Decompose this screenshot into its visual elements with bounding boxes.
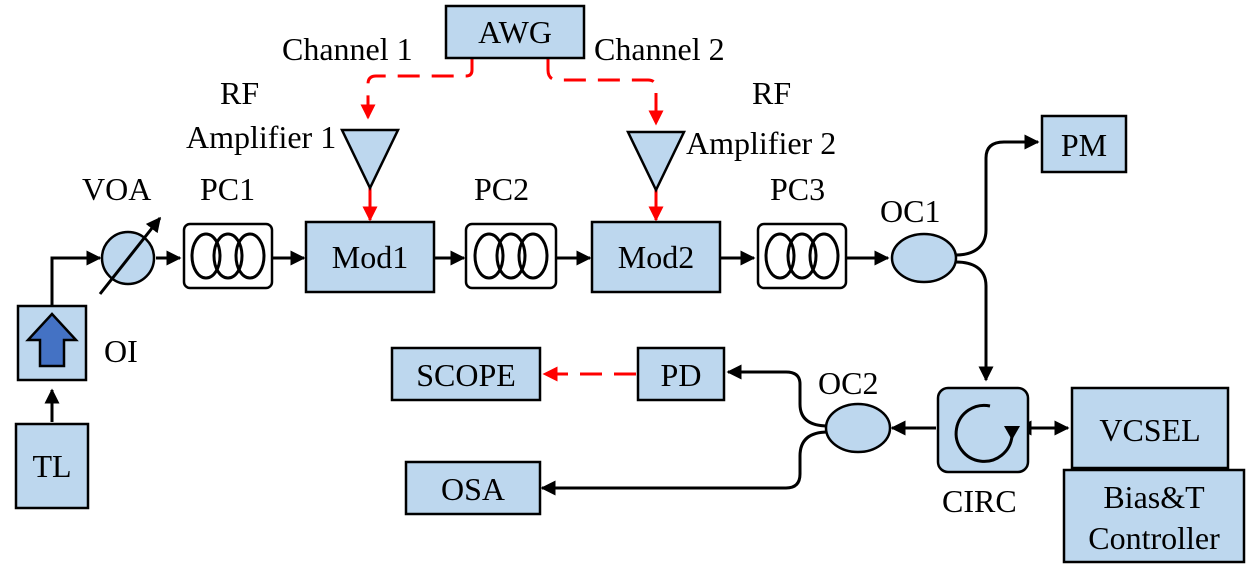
osa-label: OSA	[441, 471, 505, 507]
bias-t-controller-box	[1062, 468, 1246, 564]
wire-oi-voa	[50, 250, 102, 306]
rf-amp1-label-line1: RF	[220, 75, 259, 111]
awg-box	[444, 4, 586, 60]
osa-box	[404, 460, 542, 516]
mod1-box	[304, 220, 436, 294]
rf-wire-channel2	[546, 58, 664, 126]
pc2-label: PC2	[474, 171, 529, 207]
circulator-arrowhead-icon	[1004, 426, 1020, 440]
pc1-loops-icon	[190, 232, 266, 280]
wire-oc2-osa	[540, 430, 829, 496]
pd-label: PD	[661, 357, 702, 393]
isolator-arrow-icon	[25, 312, 79, 368]
tl-label: TL	[32, 448, 71, 484]
oc2-label: OC2	[818, 365, 878, 401]
bias-t-label-line2: Controller	[1088, 520, 1220, 556]
pc2-loops-icon	[473, 232, 549, 280]
mod1-label: Mod1	[332, 239, 408, 275]
pc3-loops-icon	[764, 232, 840, 280]
rf-wire-channel1	[360, 58, 474, 120]
pc2-box	[464, 222, 558, 290]
channel1-label: Channel 1	[282, 31, 413, 67]
oc1-coupler	[890, 232, 958, 284]
rf-amp1-label-line2: Amplifier 1	[186, 119, 336, 155]
rf-amplifier-1	[340, 128, 400, 191]
pc3-box	[756, 222, 848, 290]
pc1-label: PC1	[200, 171, 255, 207]
channel2-label: Channel 2	[594, 31, 725, 67]
rf-amplifier-2	[626, 130, 686, 193]
circulator-arc-icon	[954, 403, 1014, 463]
rf-amp2-label-line2: Amplifier 2	[686, 125, 836, 161]
scope-box	[390, 346, 542, 402]
bias-t-label-line1: Bias&T	[1103, 479, 1205, 515]
pm-label: PM	[1061, 127, 1107, 163]
rf-amp2-label-line1: RF	[752, 75, 791, 111]
pc3-label: PC3	[770, 171, 825, 207]
voa-label: VOA	[82, 171, 151, 207]
wire-oc2-pd	[726, 364, 829, 428]
vcsel-box	[1070, 386, 1230, 470]
scope-label: SCOPE	[416, 357, 516, 393]
mod2-box	[590, 220, 722, 294]
voa-adjust-arrow-icon	[98, 216, 162, 295]
vcsel-label: VCSEL	[1099, 412, 1200, 448]
awg-label: AWG	[478, 14, 552, 50]
oc1-label: OC1	[880, 193, 940, 229]
oc2-coupler	[824, 402, 892, 454]
mod2-label: Mod2	[618, 239, 694, 275]
wire-oc1-circ	[955, 260, 994, 382]
pd-box	[636, 346, 726, 402]
circ-label: CIRC	[942, 483, 1017, 519]
wire-oc1-pm	[955, 134, 1040, 257]
oi-label: OI	[104, 333, 138, 369]
pm-box	[1040, 114, 1128, 174]
pc1-box	[182, 222, 274, 290]
tl-box	[14, 422, 90, 510]
